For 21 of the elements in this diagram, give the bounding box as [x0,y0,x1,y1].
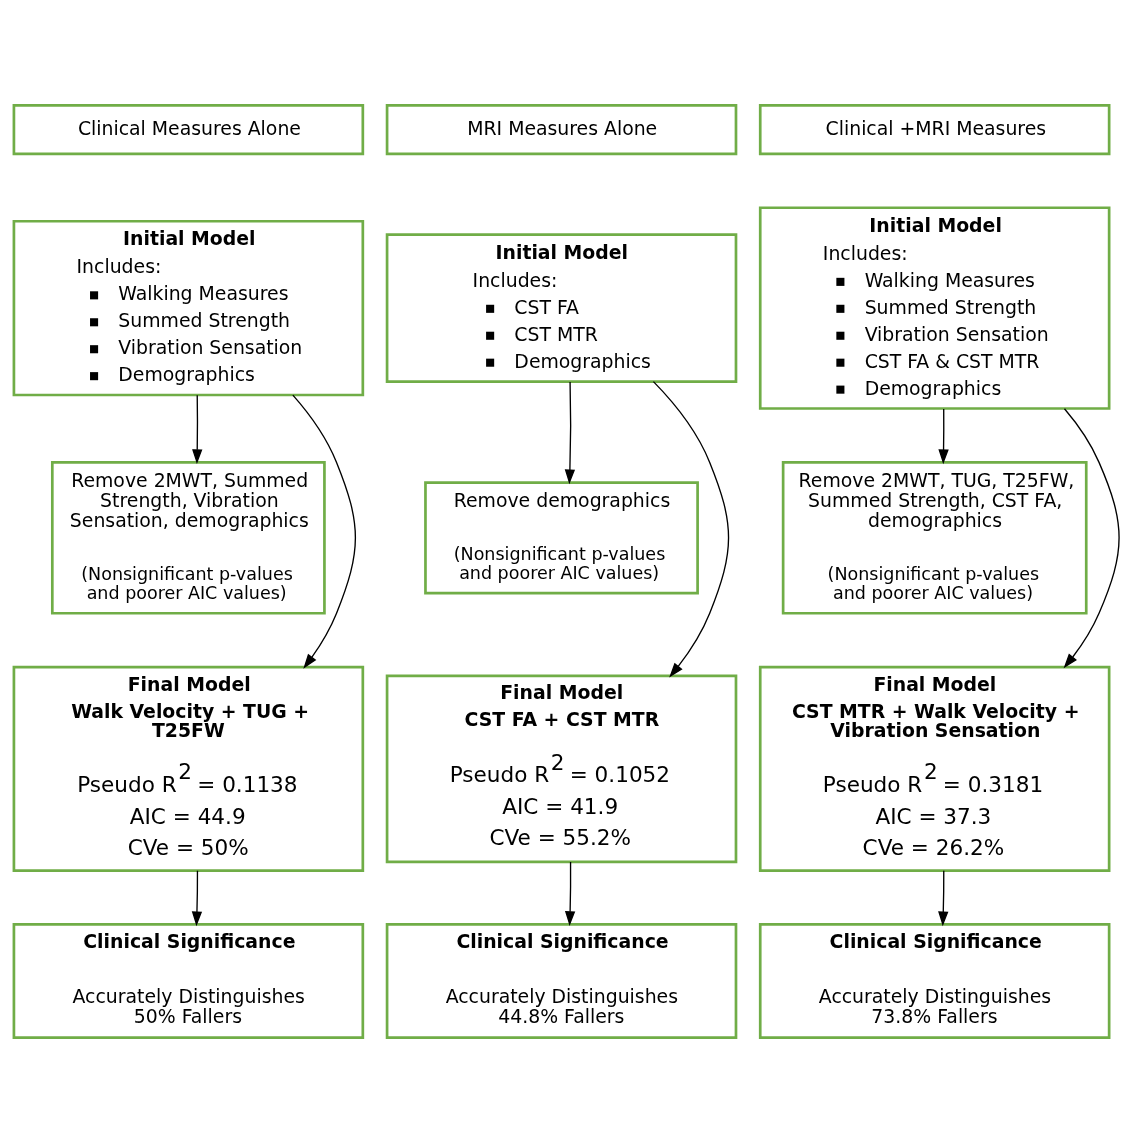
node-box: Clinical Measures Alone [12,103,365,155]
node-box: Remove 2MWT, TUG, T25FW, Summed Strength, CST FA, demographics (Nonsignificant p-values and poorer AIC values) [781,460,1088,615]
arrow [192,394,203,464]
node-box: Initial Model Includes: CST FA CST MTR Demographics [385,232,738,383]
node-box: MRI Measures Alone [385,103,738,155]
arrow [652,380,730,677]
node-box: Initial Model Includes: Walking Measures Summed Strength Vibration Sensation Demographics [12,219,365,396]
arrow [938,869,949,926]
node-box: Clinical Significance Accurately Distinguishes 73.8% Fallers [758,922,1111,1039]
arrow [564,860,576,926]
arrow [292,393,357,669]
node-box: Clinical +MRI Measures [758,103,1111,155]
arrow [1063,407,1120,668]
arrow [938,407,949,464]
node-box: Remove 2MWT, Summed Strength, Vibration Sensation, demographics (Nonsignificant p-values and poorer AIC values) [50,460,326,615]
arrow [191,869,203,926]
node-box: Remove demographics (Nonsignificant p-values and poorer AIC values) [424,480,699,594]
node-box: Clinical Significance Accurately Distinguishes 44.8% Fallers [385,922,738,1039]
node-box: Clinical Significance Accurately Distinguishes 50% Fallers [12,922,365,1039]
node-box: Initial Model Includes: Walking Measures Summed Strength Vibration Sensation CST FA & CST MTR Demographics [758,205,1111,410]
arrow [564,380,576,484]
